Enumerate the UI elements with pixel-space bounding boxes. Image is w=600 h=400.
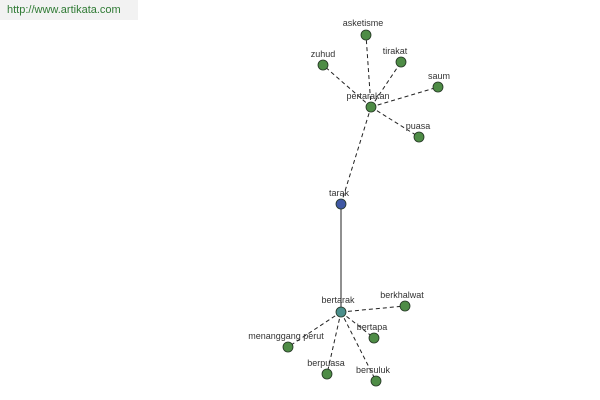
graph-node-puasa[interactable]: puasa xyxy=(406,121,431,143)
node-label-tarak[interactable]: tarak xyxy=(329,188,350,198)
edge-bertarak-berpuasa xyxy=(326,311,342,375)
node-marker-berkhalwat[interactable] xyxy=(399,300,411,312)
graph-node-bertapa[interactable]: bertapa xyxy=(357,322,388,344)
edge-bertarak-bersuluk xyxy=(340,311,377,382)
graph-node-tarak[interactable]: tarak xyxy=(329,188,350,210)
node-label-bertarak[interactable]: bertarak xyxy=(321,295,355,305)
graph-node-zuhud[interactable]: zuhud xyxy=(311,49,336,71)
edge-pertarakan-tirakat xyxy=(370,61,402,108)
node-label-bersuluk[interactable]: bersuluk xyxy=(356,365,391,375)
node-marker-tarak[interactable] xyxy=(335,198,347,210)
node-label-berkhalwat[interactable]: berkhalwat xyxy=(380,290,424,300)
edge-bertarak-berkhalwat xyxy=(340,305,406,313)
edge-bertarak-bertapa xyxy=(340,311,375,339)
edge-bertarak-menanggang-perut xyxy=(287,311,342,348)
edge-tarak-pertarakan xyxy=(340,106,372,205)
node-marker-tirakat[interactable] xyxy=(395,56,407,68)
node-label-bertapa[interactable]: bertapa xyxy=(357,322,388,332)
node-label-saum[interactable]: saum xyxy=(428,71,450,81)
node-marker-menanggang-perut[interactable] xyxy=(282,341,294,353)
node-marker-berpuasa[interactable] xyxy=(321,368,333,380)
graph-node-bertarak[interactable]: bertarak xyxy=(321,295,355,318)
edge-pertarakan-puasa xyxy=(370,106,420,138)
node-marker-bertarak[interactable] xyxy=(335,306,347,318)
edge-pertarakan-saum xyxy=(370,86,439,108)
node-marker-saum[interactable] xyxy=(432,81,444,93)
node-label-zuhud[interactable]: zuhud xyxy=(311,49,336,59)
node-label-menanggang-perut[interactable]: menanggang perut xyxy=(248,331,324,341)
node-label-pertarakan[interactable]: pertarakan xyxy=(346,91,389,101)
edges-layer xyxy=(287,34,439,382)
graph-node-bersuluk[interactable]: bersuluk xyxy=(356,365,391,387)
graph-node-berkhalwat[interactable]: berkhalwat xyxy=(380,290,424,312)
graph-node-berpuasa[interactable]: berpuasa xyxy=(307,358,345,380)
graph-node-tirakat[interactable]: tirakat xyxy=(383,46,408,68)
node-marker-asketisme[interactable] xyxy=(360,29,372,41)
node-label-berpuasa[interactable]: berpuasa xyxy=(307,358,345,368)
url-banner[interactable]: http://www.artikata.com xyxy=(0,0,138,20)
edge-pertarakan-asketisme xyxy=(365,34,372,108)
node-marker-puasa[interactable] xyxy=(413,131,425,143)
node-marker-pertarakan[interactable] xyxy=(365,101,377,113)
graph-node-pertarakan[interactable]: pertarakan xyxy=(346,91,390,113)
graph-node-menanggang-perut[interactable]: menanggang perut xyxy=(248,331,324,353)
nodes-layer: tarak pertarakan bertarak asketisme zuhud tir… xyxy=(248,18,450,387)
node-marker-zuhud[interactable] xyxy=(317,59,329,71)
node-label-puasa[interactable]: puasa xyxy=(406,121,431,131)
node-label-tirakat[interactable]: tirakat xyxy=(383,46,408,56)
node-marker-bersuluk[interactable] xyxy=(370,375,382,387)
node-label-asketisme[interactable]: asketisme xyxy=(343,18,384,28)
edge-pertarakan-zuhud xyxy=(322,64,372,108)
graph-node-saum[interactable]: saum xyxy=(428,71,450,93)
graph-node-asketisme[interactable]: asketisme xyxy=(343,18,384,41)
url-text[interactable]: http://www.artikata.com xyxy=(7,4,121,16)
node-marker-bertapa[interactable] xyxy=(368,332,380,344)
